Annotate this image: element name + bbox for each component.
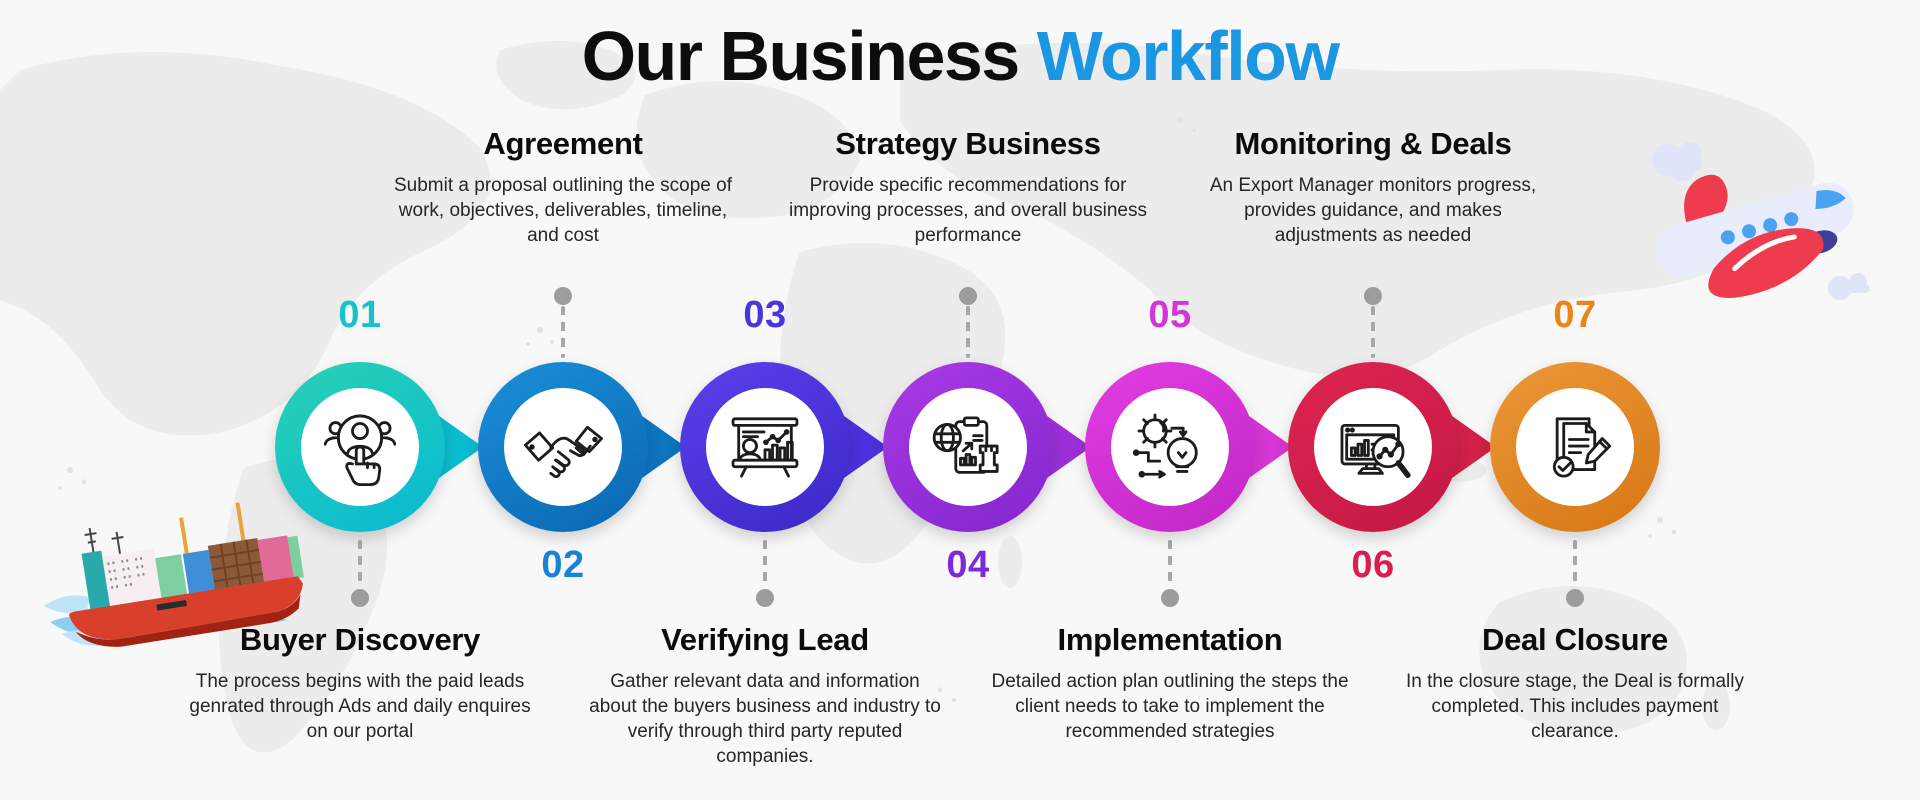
connector-dot bbox=[1364, 287, 1382, 305]
page-title-prefix: Our Business bbox=[581, 17, 1037, 95]
step-circle bbox=[1085, 362, 1255, 532]
step-number: 02 bbox=[541, 544, 585, 586]
connector-dashed-line bbox=[1573, 540, 1577, 588]
connector-dashed-line bbox=[561, 306, 565, 358]
connector-dot bbox=[1161, 589, 1179, 607]
step-text-block: Strategy Business Provide specific recom… bbox=[788, 126, 1148, 248]
workflow-step-5: 05 Implemen bbox=[988, 0, 1352, 800]
step-title: Verifying Lead bbox=[661, 622, 869, 657]
connector-dot bbox=[554, 287, 572, 305]
connector-dot bbox=[1566, 589, 1584, 607]
page-title-highlight: Workflow bbox=[1036, 17, 1340, 95]
step-description: Detailed action plan outlining the steps… bbox=[991, 671, 1349, 743]
step-circle bbox=[478, 362, 648, 532]
gear-bulb-icon bbox=[1111, 388, 1229, 506]
step-title: Monitoring & Deals bbox=[1234, 126, 1512, 161]
step-description: In the closure stage, the Deal is formal… bbox=[1406, 671, 1744, 743]
step-title: Implementation bbox=[1057, 622, 1283, 657]
step-number: 07 bbox=[1553, 294, 1597, 336]
step-title: Strategy Business bbox=[835, 126, 1101, 161]
connector-dashed-line bbox=[966, 306, 970, 358]
step-circle bbox=[680, 362, 850, 532]
step-circle bbox=[1288, 362, 1458, 532]
step-number: 05 bbox=[1148, 294, 1192, 336]
step-title: Agreement bbox=[483, 126, 643, 161]
workflow-step-4: 04 Strategy Business bbox=[786, 0, 1150, 800]
connector-dashed-line bbox=[1168, 540, 1172, 588]
step-number: 06 bbox=[1351, 544, 1395, 586]
step-circle bbox=[883, 362, 1053, 532]
workflow-step-1: 01 Buyer Discovery The proc bbox=[178, 0, 542, 800]
step-circle bbox=[1490, 362, 1660, 532]
step-number: 01 bbox=[338, 294, 382, 336]
connector-dot bbox=[756, 589, 774, 607]
connector-dot bbox=[959, 287, 977, 305]
step-title: Deal Closure bbox=[1482, 622, 1668, 657]
step-circle bbox=[275, 362, 445, 532]
step-text-block: Deal Closure In the closure stage, the D… bbox=[1395, 622, 1755, 744]
strategy-globe-rook-icon bbox=[909, 388, 1027, 506]
step-number: 03 bbox=[743, 294, 787, 336]
step-text-block: Verifying Lead Gather relevant data and … bbox=[585, 622, 945, 769]
workflow-step-3: 03 Verifying Lead bbox=[583, 0, 947, 800]
connector-dashed-line bbox=[358, 540, 362, 588]
workflow-step-2: 02 Agreement Submit a proposal outlining… bbox=[381, 0, 745, 800]
step-text-block: Buyer Discovery The process begins with … bbox=[180, 622, 540, 744]
connector-dot bbox=[351, 589, 369, 607]
step-text-block: Implementation Detailed action plan outl… bbox=[990, 622, 1350, 744]
step-title: Buyer Discovery bbox=[239, 622, 481, 657]
presentation-chart-icon bbox=[706, 388, 824, 506]
monitor-search-icon bbox=[1314, 388, 1432, 506]
step-number: 04 bbox=[946, 544, 990, 586]
workflow-step-6: 06 Monitori bbox=[1191, 0, 1555, 800]
connector-dashed-line bbox=[763, 540, 767, 588]
step-description: Provide specific recommendations for imp… bbox=[788, 175, 1147, 247]
step-description: The process begins with the paid leads g… bbox=[189, 671, 531, 743]
page-title: Our Business Workflow bbox=[0, 16, 1920, 96]
step-description: Gather relevant data and information abo… bbox=[589, 671, 941, 768]
airplane-illustration bbox=[1652, 142, 1870, 300]
step-description: Submit a proposal outlining the scope of… bbox=[394, 175, 732, 247]
step-description: An Export Manager monitors progress, pro… bbox=[1209, 175, 1537, 247]
workflow-step-7: 07 Deal Closure In the closure stage, th… bbox=[1393, 0, 1757, 800]
document-check-icon bbox=[1516, 388, 1634, 506]
buyer-discovery-icon bbox=[301, 388, 419, 506]
step-text-block: Agreement Submit a proposal outlining th… bbox=[383, 126, 743, 248]
cargo-ship-illustration bbox=[44, 502, 304, 647]
handshake-icon bbox=[504, 388, 622, 506]
step-text-block: Monitoring & Deals An Export Manager mon… bbox=[1193, 126, 1553, 248]
connector-dashed-line bbox=[1371, 306, 1375, 358]
